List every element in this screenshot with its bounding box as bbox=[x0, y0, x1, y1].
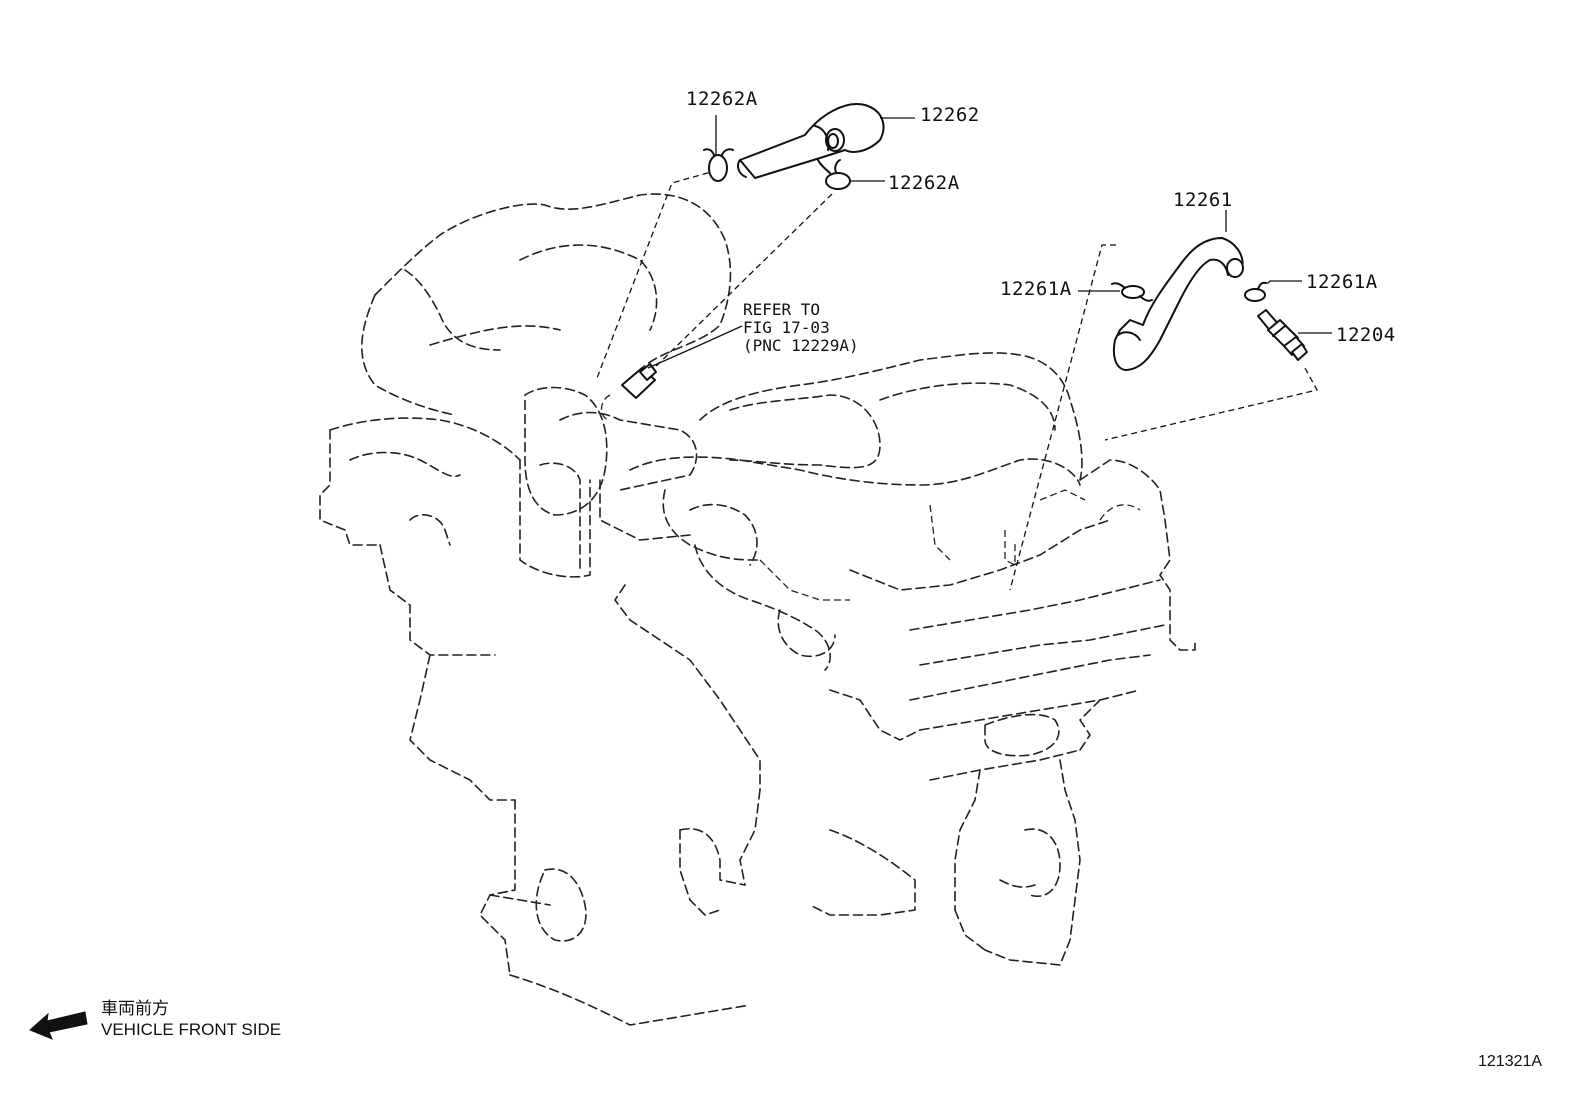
hose-12261 bbox=[1112, 237, 1244, 371]
reference-note: REFER TO FIG 17-03 (PNC 12229A) bbox=[743, 300, 859, 355]
reference-note-line2: FIG 17-03 bbox=[743, 318, 830, 337]
vehicle-front-legend: 車両前方 VEHICLE FRONT SIDE bbox=[29, 999, 281, 1040]
reference-note-line3: (PNC 12229A) bbox=[743, 336, 859, 355]
clamp-12262a-right bbox=[817, 159, 851, 190]
label-12262a-top: 12262A bbox=[686, 88, 758, 110]
front-arrow-icon bbox=[29, 1011, 88, 1040]
clamp-12262a-left bbox=[703, 148, 734, 182]
legend-text-jp: 車両前方 bbox=[101, 999, 169, 1018]
pcv-valve-12204 bbox=[1257, 309, 1308, 361]
label-12261a-right: 12261A bbox=[1306, 271, 1378, 293]
label-12204: 12204 bbox=[1336, 324, 1396, 346]
hose-12262 bbox=[737, 103, 885, 179]
leader-lines bbox=[647, 115, 1332, 369]
label-12261: 12261 bbox=[1173, 189, 1233, 211]
reference-note-line1: REFER TO bbox=[743, 300, 820, 319]
clamp-12261a-right bbox=[1244, 281, 1267, 302]
label-12262: 12262 bbox=[920, 104, 980, 126]
drawing-code: 121321A bbox=[1478, 1053, 1542, 1070]
label-12261a-left: 12261A bbox=[1000, 278, 1072, 300]
part-labels: 12262A 12262 12262A 12261 12261A 12261A … bbox=[686, 88, 1396, 346]
clamp-12261a-left bbox=[1111, 282, 1153, 302]
pcv-fitting-reference bbox=[600, 363, 657, 421]
label-12262a-right: 12262A bbox=[888, 172, 960, 194]
legend-text-en: VEHICLE FRONT SIDE bbox=[101, 1020, 281, 1039]
guide-lines bbox=[596, 169, 1318, 591]
engine-outline bbox=[319, 193, 1196, 1026]
